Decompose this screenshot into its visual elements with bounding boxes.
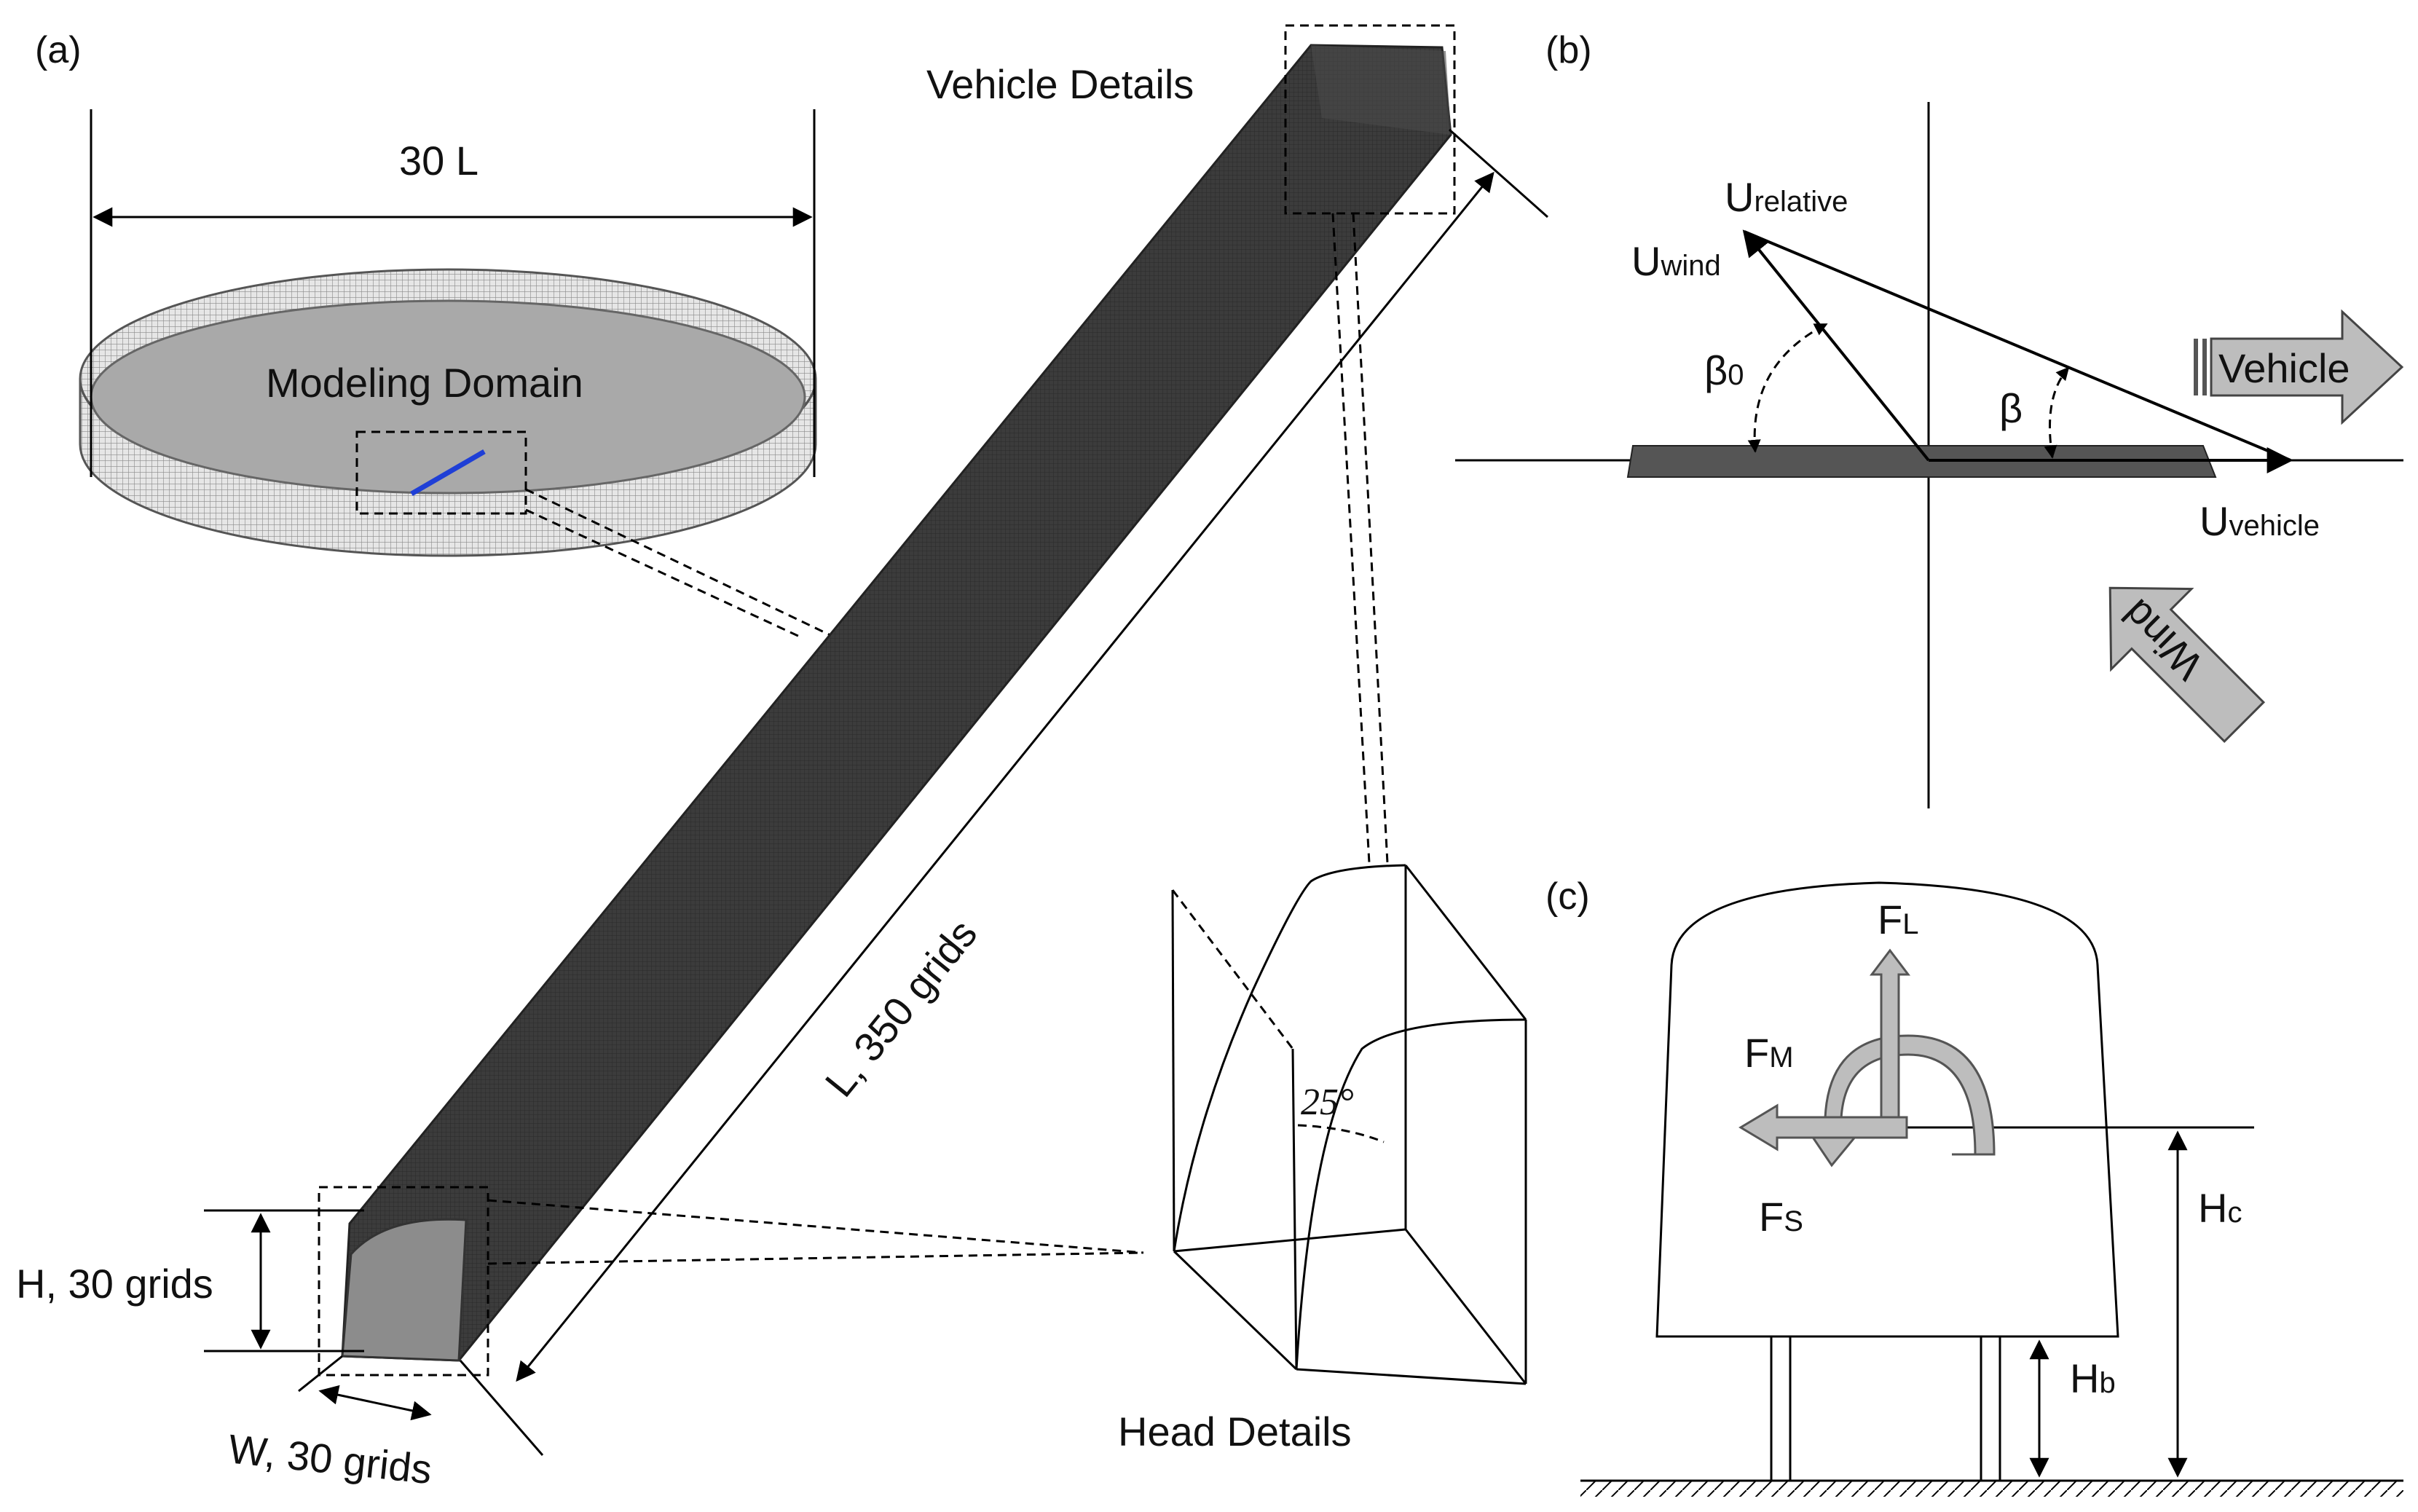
vehicle-end-box [318,1186,489,1377]
bogie-right [1980,1335,2001,1482]
beta0-label: β0 [1704,347,1744,393]
f-side-label: FS [1759,1194,1803,1240]
panel-a: (a) Modeling Domain 30 L Vehicle Details [16,24,1548,1492]
u-wind-vector [1742,229,1930,462]
vehicle-body-ridge [1311,45,1451,135]
head-leader-bottom [487,1199,1144,1254]
beta0-arc [1747,323,1828,453]
u-wind-label: Uwind [1631,238,1721,284]
modeling-domain-vehicle-line [410,449,486,497]
side-arrow [1738,1103,1908,1151]
panel-a-label: (a) [35,29,82,71]
vehicle-direction-arrow: Vehicle [2194,309,2404,425]
width-label: W, 30 grids [227,1425,434,1492]
head-details-drawing [1171,864,1527,1385]
vehicle-body-mesh [341,44,1452,1362]
height-label: H, 30 grids [16,1261,213,1307]
beta-arc [2044,366,2070,459]
vehicle-end-face [341,1218,468,1362]
u-relative-label: Urelative [1725,174,1848,220]
head-details-label: Head Details [1118,1409,1352,1454]
panel-b-label: (b) [1545,29,1592,71]
wind-direction-arrow: Wind [2108,586,2266,744]
u-relative-vector [1744,230,2291,462]
length-dim-ext-bottom [459,1360,544,1456]
head-leader-top-2 [1352,213,1389,864]
length-dim-ext-top [1449,128,1548,218]
length-label: L, 350 grids [816,910,985,1105]
vehicle-body [341,44,1452,1362]
domain-width-label: 30 L [399,138,479,184]
modeling-domain: Modeling Domain [79,268,817,557]
modeling-domain-label: Modeling Domain [266,360,583,406]
hb-label: Hb [2070,1355,2116,1401]
length-dimension [516,171,1494,1382]
panel-b: (b) Urelative Uwind Uvehicle β0 β Vehicl… [1455,29,2404,808]
panel-c-label: (c) [1545,875,1590,918]
head-leader-top [1331,213,1371,864]
panel-c: (c) FL FM FS Hc Hb [1545,875,2403,1497]
bogie-left [1770,1335,1792,1482]
beta-label: β [1999,385,2023,431]
width-dim-ext-left [298,1355,343,1393]
force-arrows [1738,948,1996,1168]
hc-label: Hc [2198,1185,2242,1231]
vehicle-arrow-label: Vehicle [2218,345,2350,391]
u-vehicle-label: Uvehicle [2200,498,2320,544]
lift-arrow [1869,948,1911,1129]
head-angle-label: 25° [1301,1082,1354,1123]
ground-hatch [1580,1481,2403,1497]
f-lift-label: FL [1878,897,1918,942]
head-leader-bottom-2 [487,1251,1144,1265]
f-moment-label: FM [1744,1030,1794,1076]
width-dimension [318,1385,432,1421]
vehicle-details-label: Vehicle Details [926,61,1194,107]
